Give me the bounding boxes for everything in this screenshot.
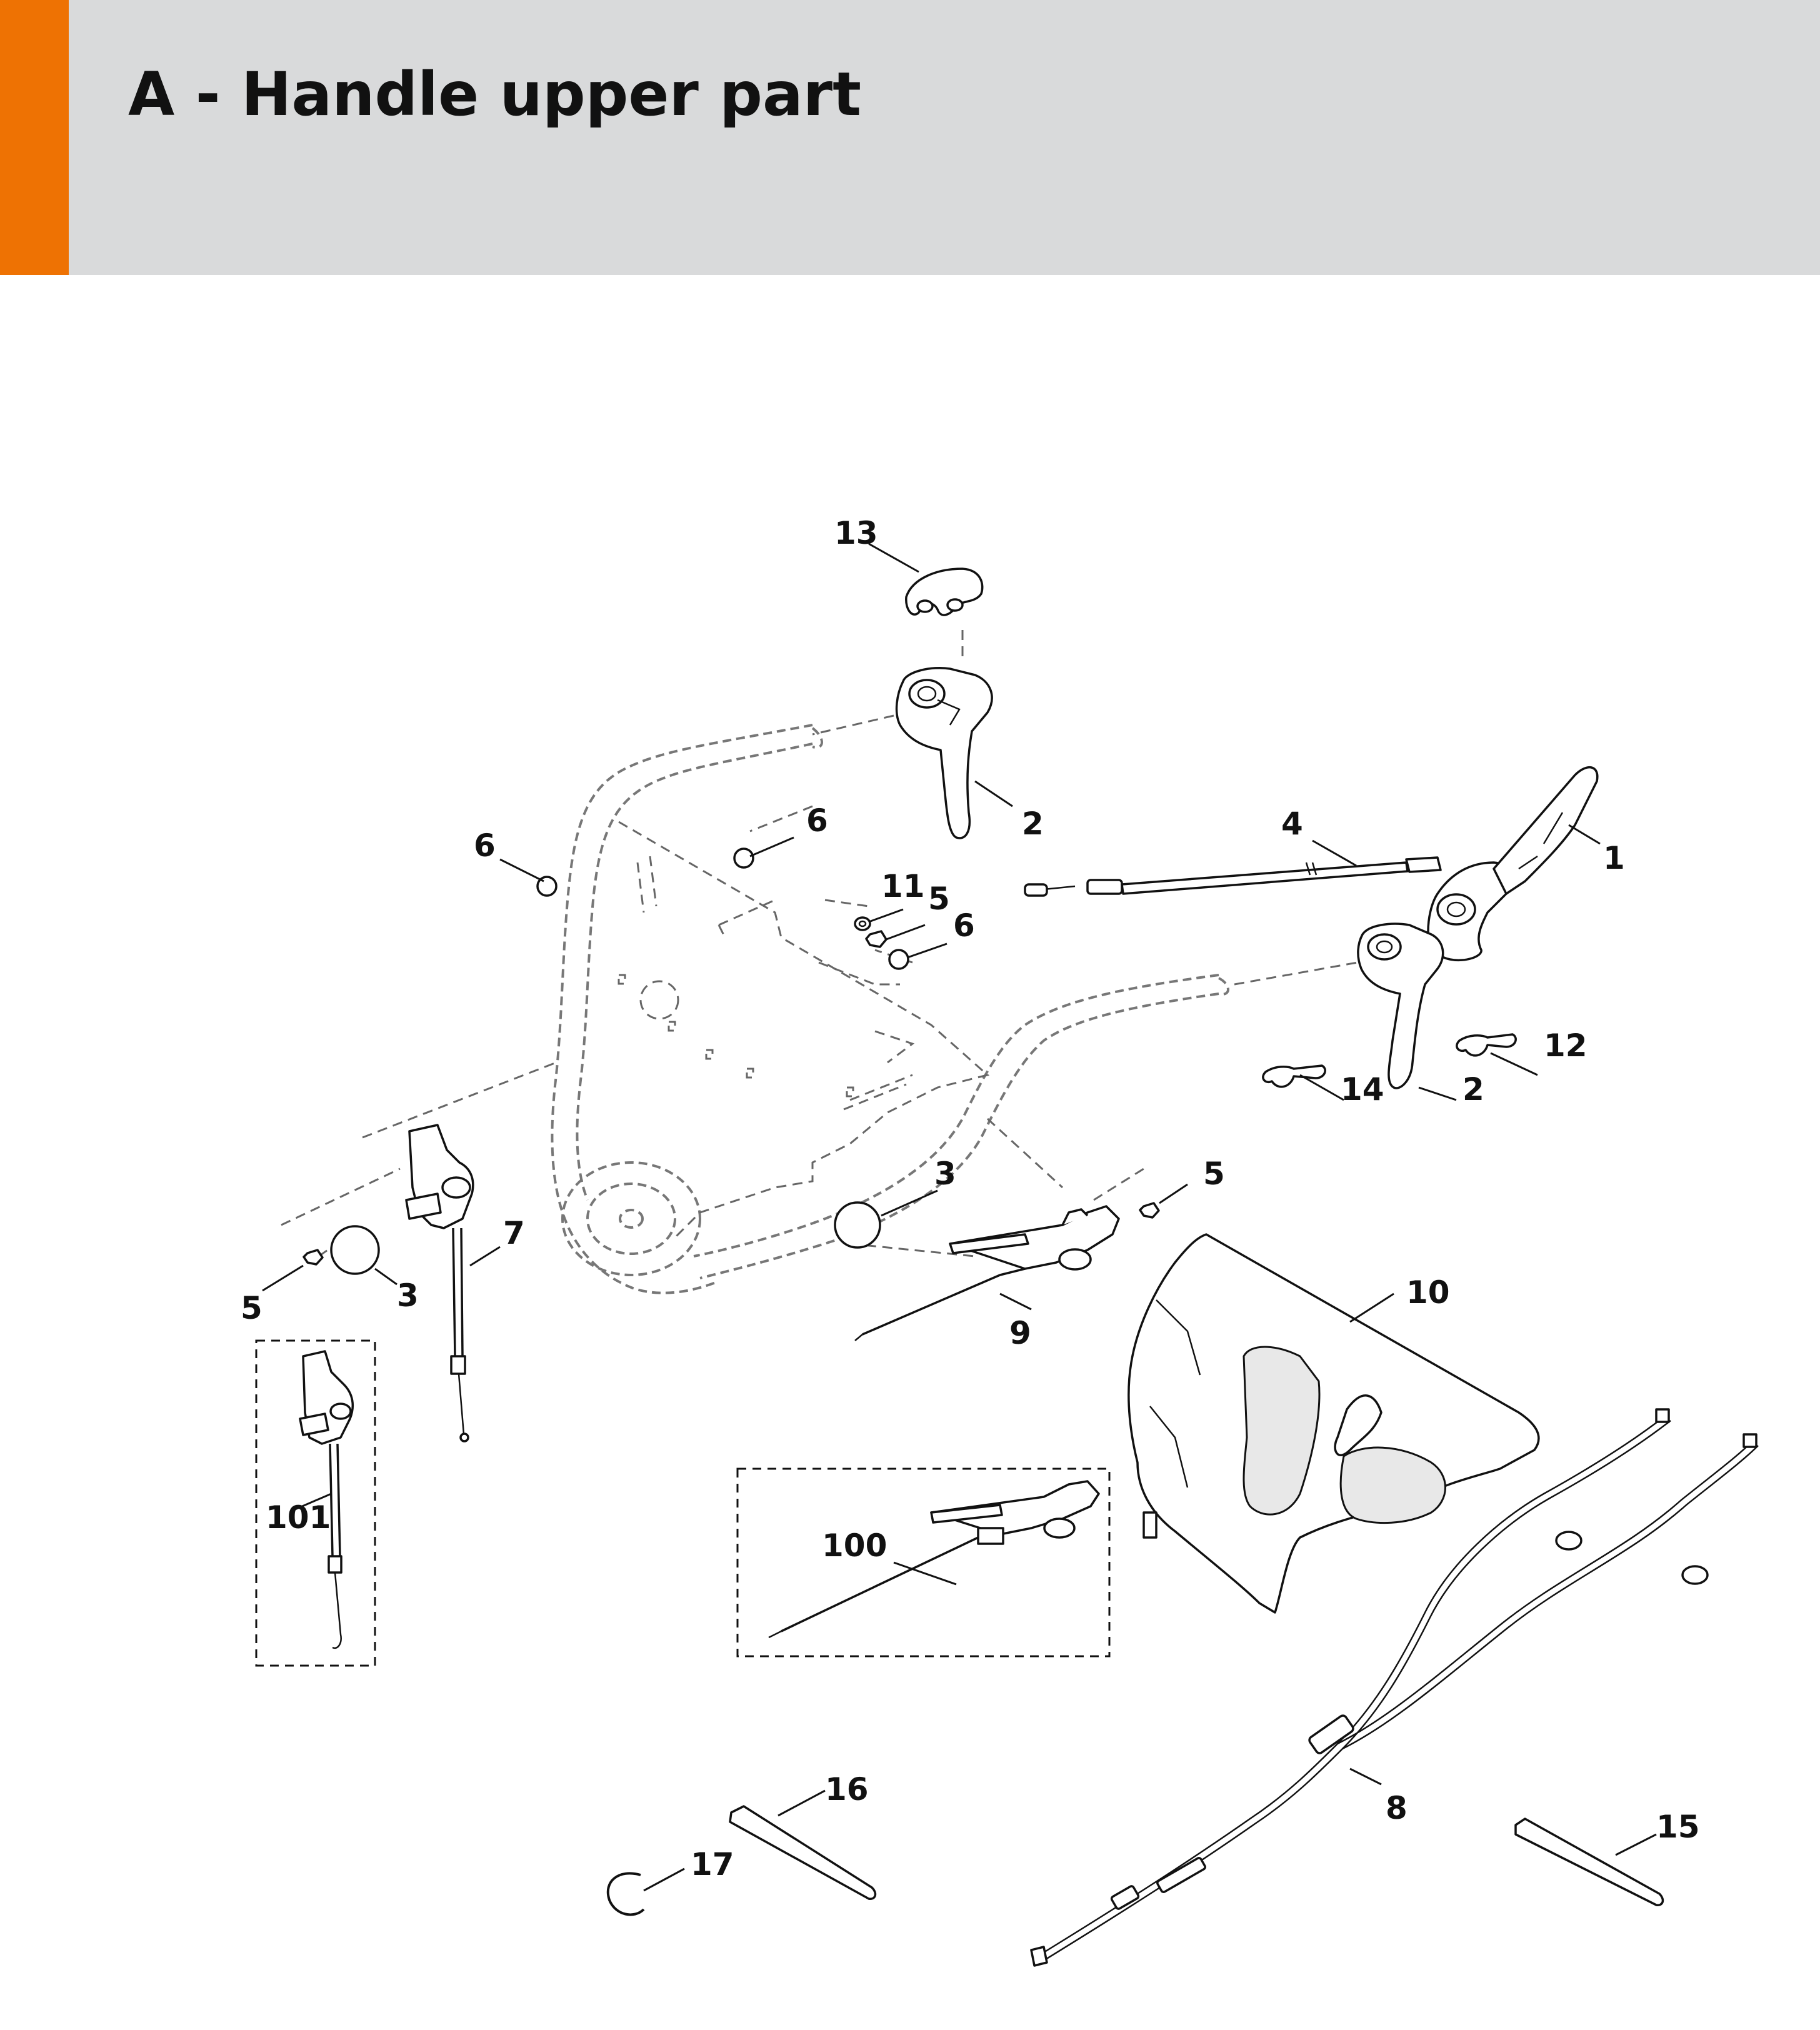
part-1-lever — [1427, 766, 1599, 962]
callout-1: 1 — [1603, 840, 1625, 876]
callout-3-center: 3 — [934, 1156, 956, 1192]
exploded-parts-diagram: 13 2 1 4 6 6 11 5 6 12 14 2 3 5 7 5 3 9 … — [241, 515, 1759, 1967]
callout-14: 14 — [1341, 1071, 1384, 1108]
callout-16: 16 — [825, 1771, 869, 1808]
assembly-box-101 — [255, 1339, 376, 1667]
part-17-ring — [606, 1872, 645, 1916]
part-12-clip — [1456, 1033, 1517, 1057]
part-6-knob-upper — [733, 848, 754, 869]
callout-5-right: 5 — [1203, 1156, 1225, 1192]
callout-4: 4 — [1281, 806, 1303, 842]
callout-labels: 13 2 1 4 6 6 11 5 6 12 14 2 3 5 7 5 3 9 … — [241, 515, 1700, 1882]
part-3-ball-center — [834, 1201, 881, 1249]
part-2-upper-lever — [895, 666, 993, 839]
part-8-cable — [1030, 1408, 1759, 1967]
callout-6-left: 6 — [474, 828, 496, 864]
part-13-cap — [905, 568, 984, 616]
part-6-knob-left — [536, 876, 558, 897]
assembly-box-100 — [736, 1468, 1111, 1658]
callout-11: 11 — [881, 868, 925, 904]
callout-6-right: 6 — [953, 908, 975, 944]
part-6-knob-right — [888, 949, 909, 970]
callout-100: 100 — [822, 1528, 887, 1564]
part-15-cable-tie — [1514, 1818, 1664, 1906]
callout-9: 9 — [1009, 1315, 1031, 1351]
leader-lines — [262, 542, 1657, 1892]
part-2-lower-lever — [1357, 922, 1444, 1089]
part-100-control-assembly — [768, 1480, 1100, 1639]
callout-101: 101 — [266, 1499, 331, 1536]
part-5-nut-right — [1139, 1202, 1160, 1219]
part-4-cable — [1024, 856, 1442, 897]
page-title: A - Handle upper part — [128, 59, 861, 129]
callout-2-lower: 2 — [1462, 1071, 1484, 1108]
part-3-ball-left — [330, 1225, 380, 1275]
part-5-nut-left — [302, 1249, 324, 1266]
part-16-cable-tie — [729, 1805, 877, 1900]
callout-3-left: 3 — [397, 1278, 419, 1314]
part-14-clip — [1262, 1064, 1326, 1088]
callout-8: 8 — [1386, 1790, 1408, 1826]
callout-2-upper: 2 — [1022, 806, 1044, 842]
callout-5-upper: 5 — [928, 881, 950, 917]
callout-6-upper: 6 — [806, 802, 828, 839]
callout-15: 15 — [1656, 1809, 1700, 1845]
part-11-washer — [854, 916, 871, 931]
part-5-nut-upper — [865, 930, 888, 948]
callout-12: 12 — [1544, 1028, 1588, 1064]
part-9-control — [854, 1205, 1120, 1341]
callout-10: 10 — [1406, 1274, 1450, 1311]
page-header: A - Handle upper part — [0, 0, 1820, 275]
callout-17: 17 — [691, 1846, 734, 1882]
part-10-housing — [1128, 1233, 1540, 1614]
callout-13: 13 — [834, 515, 878, 551]
callout-5-left: 5 — [241, 1290, 262, 1326]
callout-7: 7 — [503, 1215, 525, 1251]
part-101-control-assembly — [299, 1350, 354, 1649]
part-7-control — [405, 1124, 474, 1442]
accent-bar — [0, 0, 69, 275]
